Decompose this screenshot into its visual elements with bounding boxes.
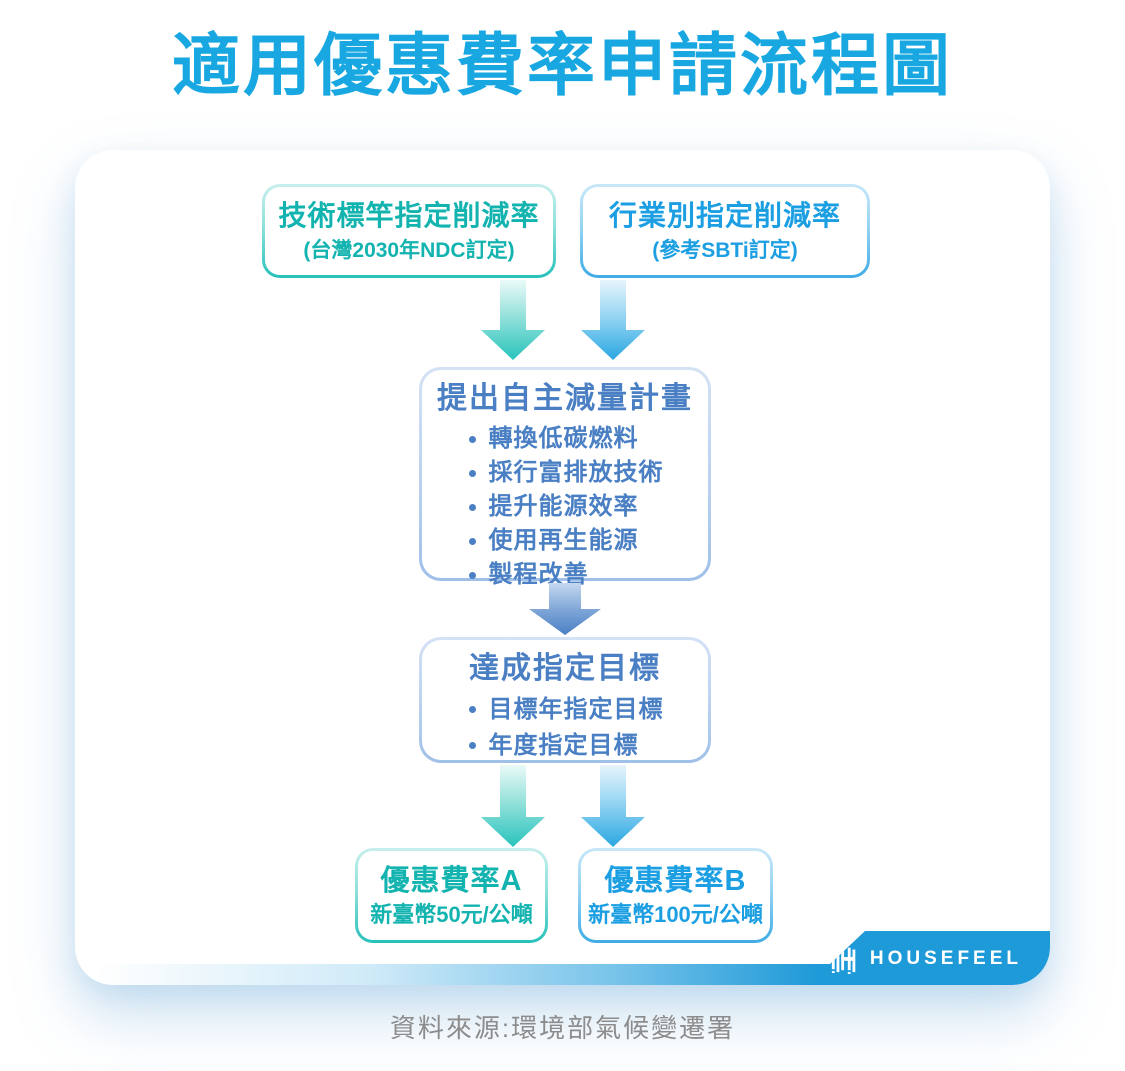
- target-bullet-item: 年度指定目標: [467, 728, 664, 764]
- industry-specific-subtitle: (參考SBTi訂定): [652, 238, 798, 262]
- designated-target-title: 達成指定目標: [469, 652, 661, 685]
- brand-ribbon: HOUSEFEEL: [75, 931, 1050, 985]
- rate-b-title: 優惠費率B: [604, 864, 747, 897]
- arrow-down-blue-icon: [581, 765, 645, 847]
- plan-bullet-item: 轉換低碳燃料: [467, 422, 664, 456]
- target-bullet-item: 目標年指定目標: [467, 692, 664, 728]
- industry-specific-title: 行業別指定削減率: [608, 199, 841, 231]
- box-rate-a: 優惠費率A 新臺幣50元/公噸: [355, 848, 548, 943]
- rate-b-value: 新臺幣100元/公噸: [588, 901, 763, 927]
- technical-benchmark-subtitle: (台灣2030年NDC訂定): [303, 238, 515, 262]
- rate-a-value: 新臺幣50元/公噸: [370, 901, 533, 927]
- arrow-down-blue-icon: [581, 280, 645, 360]
- box-technical-benchmark: 技術標竿指定削減率 (台灣2030年NDC訂定): [262, 184, 556, 278]
- arrow-down-teal-icon: [481, 280, 545, 360]
- reduction-plan-list: 轉換低碳燃料 採行富排放技術 提升能源效率 使用再生能源 製程改善: [467, 422, 664, 592]
- brand-lockup: HOUSEFEEL: [830, 931, 1022, 985]
- plan-bullet-item: 提升能源效率: [467, 490, 664, 524]
- rate-a-title: 優惠費率A: [380, 864, 523, 897]
- arrow-down-teal-icon: [481, 765, 545, 847]
- reduction-plan-title: 提出自主減量計畫: [437, 382, 693, 415]
- box-industry-specific: 行業別指定削減率 (參考SBTi訂定): [580, 184, 870, 278]
- housefeel-logo-icon: [831, 945, 856, 974]
- flow-card: 技術標竿指定削減率 (台灣2030年NDC訂定) 行業別指定削減率 (參考SBT…: [75, 150, 1050, 985]
- plan-bullet-item: 採行富排放技術: [467, 456, 664, 490]
- box-rate-b: 優惠費率B 新臺幣100元/公噸: [578, 848, 773, 943]
- plan-bullet-item: 使用再生能源: [467, 524, 664, 558]
- technical-benchmark-title: 技術標竿指定削減率: [278, 199, 540, 231]
- housefeel-logo-text: HOUSEFEEL: [869, 947, 1022, 969]
- box-reduction-plan: 提出自主減量計畫 轉換低碳燃料 採行富排放技術 提升能源效率 使用再生能源 製程…: [419, 367, 711, 588]
- box-designated-target: 達成指定目標 目標年指定目標 年度指定目標: [419, 637, 711, 763]
- source-caption: 資料來源:環境部氣候變遷署: [389, 1013, 736, 1043]
- page-title: 適用優惠費率申請流程圖: [171, 28, 953, 104]
- designated-target-list: 目標年指定目標 年度指定目標: [467, 692, 664, 764]
